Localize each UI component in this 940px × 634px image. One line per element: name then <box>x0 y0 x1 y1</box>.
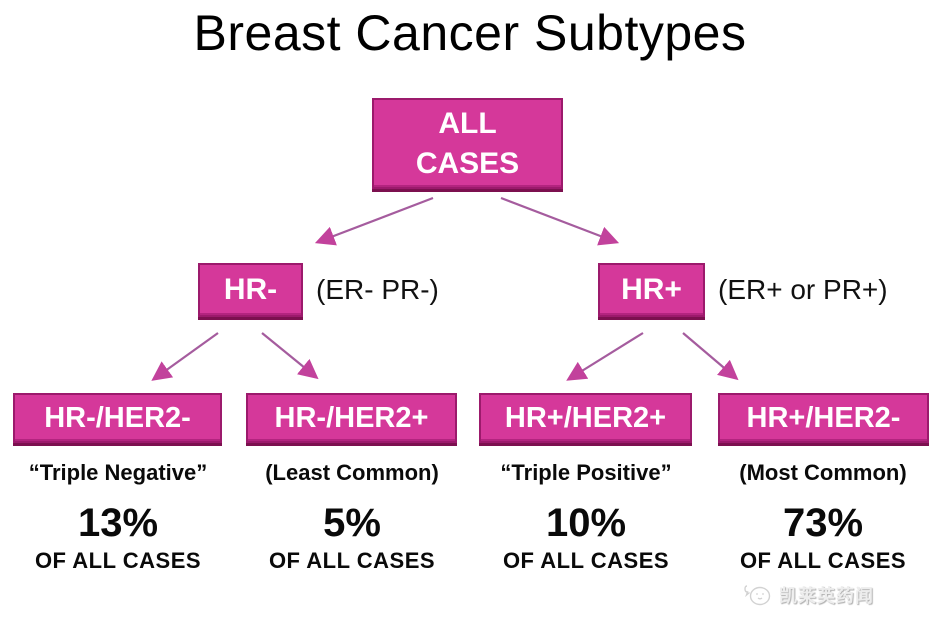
arrow-root-to-hrpos <box>500 196 620 246</box>
subtype-percent: 73% <box>782 501 864 545</box>
subtype-percent: 13% <box>77 501 159 545</box>
subtype-tag: (Least Common) <box>265 460 439 485</box>
node-hrneg-her2pos: HR-/HER2+ <box>246 393 457 443</box>
subtype-percent: 5% <box>323 501 381 545</box>
watermark: 凯莱英药闻 <box>744 580 874 610</box>
subtype-tag: “Triple Negative” <box>28 460 208 485</box>
subtype-caption: OF ALL CASES <box>34 548 202 573</box>
subtype-caption: OF ALL CASES <box>502 548 670 573</box>
arrow-hrneg-to-sub1 <box>151 332 219 381</box>
subtype-tag: “Triple Positive” <box>500 460 672 485</box>
watermark-text: 凯莱英药闻 <box>779 586 874 606</box>
node-all-cases: ALL CASES <box>372 98 563 189</box>
node-hrneg-her2neg: HR-/HER2- <box>13 393 222 443</box>
arrow-hrpos-to-sub3 <box>566 332 644 381</box>
hr-negative-note: (ER- PR-) <box>316 274 439 305</box>
node-hrpos-her2pos: HR+/HER2+ <box>479 393 692 443</box>
column-triple-negative: “Triple Negative” 13% OF ALL CASES <box>1 459 235 574</box>
node-hr-negative: HR- <box>198 263 303 317</box>
arrow-root-to-hrneg <box>314 196 434 246</box>
arrow-hrneg-to-sub2 <box>261 332 319 380</box>
subtype-caption: OF ALL CASES <box>268 548 436 573</box>
arrow-hrpos-to-sub4 <box>682 332 739 381</box>
watermark-logo-icon <box>744 582 774 608</box>
subtype-tag: (Most Common) <box>739 460 907 485</box>
column-least-common: (Least Common) 5% OF ALL CASES <box>235 459 469 574</box>
node-hrpos-her2neg: HR+/HER2- <box>718 393 929 443</box>
hr-positive-note: (ER+ or PR+) <box>718 274 888 305</box>
node-hr-positive: HR+ <box>598 263 705 317</box>
subtype-percent: 10% <box>545 501 627 545</box>
subtype-caption: OF ALL CASES <box>739 548 907 573</box>
page-title: Breast Cancer Subtypes <box>193 5 747 61</box>
column-triple-positive: “Triple Positive” 10% OF ALL CASES <box>469 459 703 574</box>
column-most-common: (Most Common) 73% OF ALL CASES <box>706 459 940 574</box>
